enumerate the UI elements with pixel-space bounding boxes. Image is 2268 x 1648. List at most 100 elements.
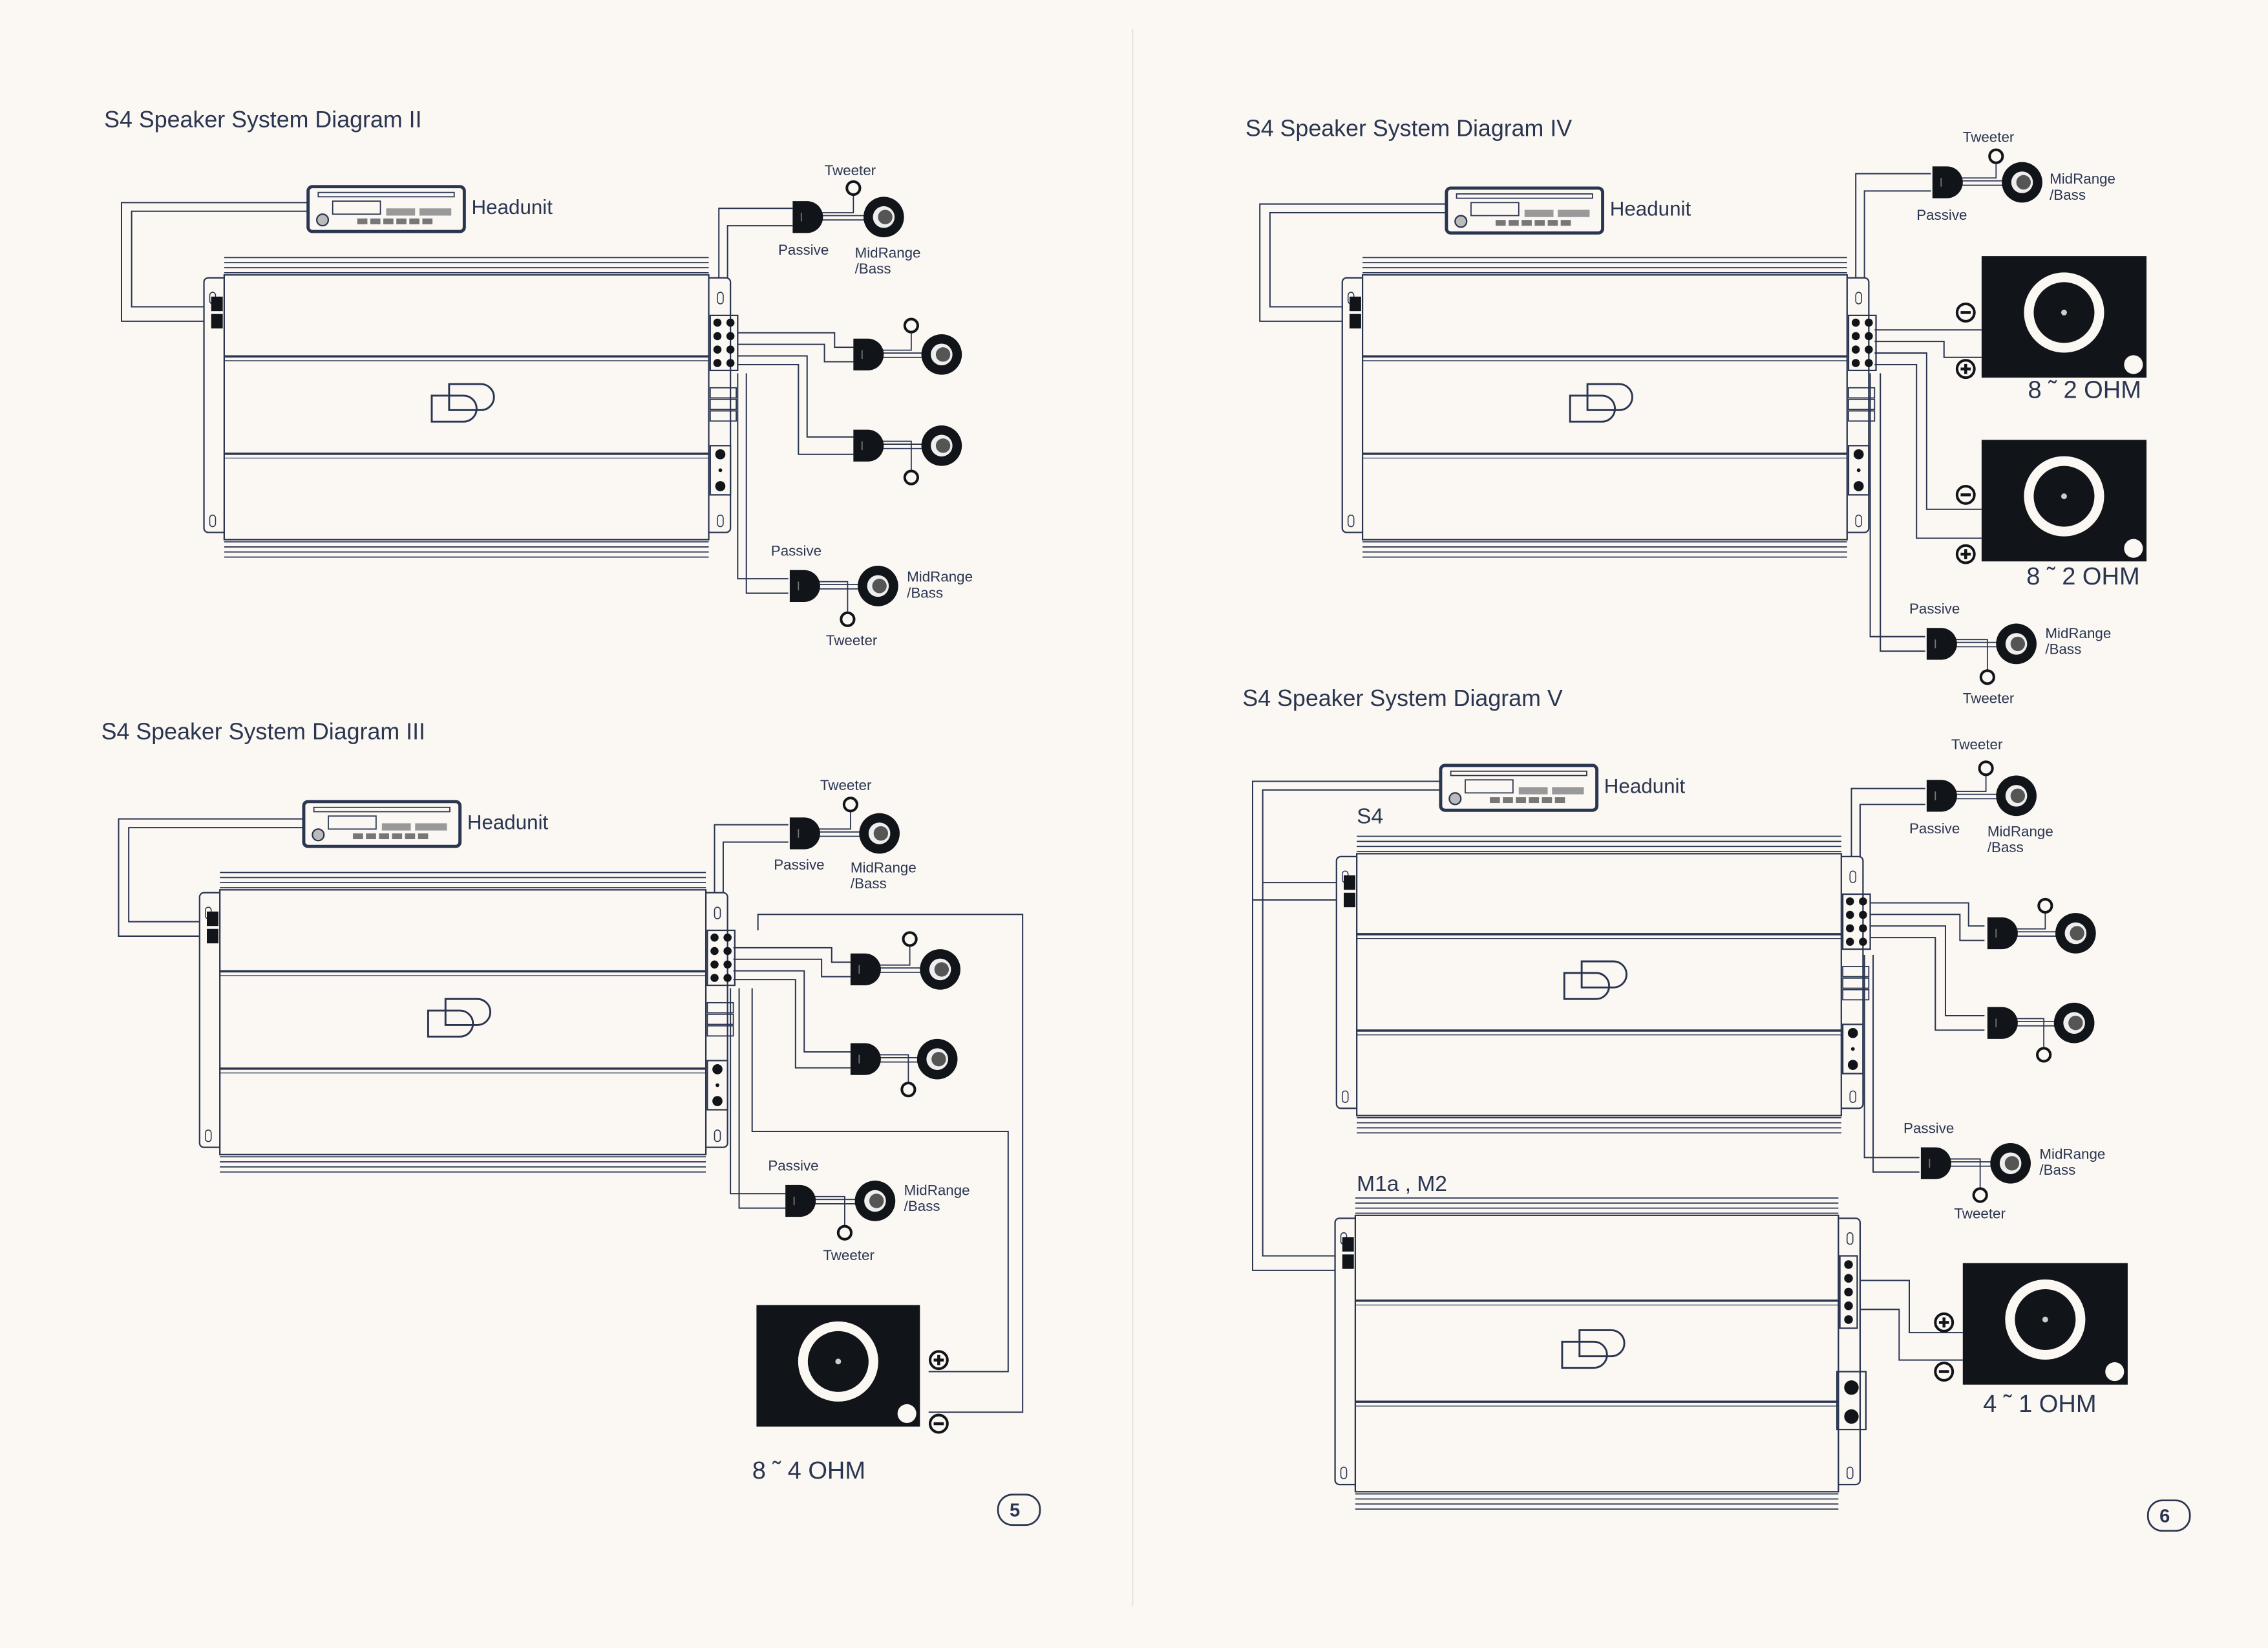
brand-logo-icon (448, 383, 495, 411)
mounting-hole (1340, 1466, 1348, 1479)
terminal-screw (1844, 1274, 1853, 1283)
tweeter-label: Tweeter (825, 162, 876, 178)
passive-crossover-icon (1987, 917, 2018, 950)
mounting-hole (1849, 1090, 1856, 1104)
fuse (1848, 398, 1876, 411)
terminal-screw (1865, 359, 1873, 367)
tweeter-icon (840, 611, 856, 627)
component-speaker-set (853, 317, 962, 375)
tweeter-label: Tweeter (1963, 129, 2015, 145)
preset-button (353, 833, 363, 839)
terminal-screw (726, 332, 735, 341)
speaker-terminal-block (1839, 1255, 1858, 1329)
terminal-screw (710, 974, 719, 982)
power-terminal (712, 1096, 723, 1106)
tweeter-icon (1979, 669, 1995, 685)
speaker-wire (818, 804, 851, 830)
speaker-wire (1859, 804, 1925, 895)
midrange-cone (2010, 788, 2026, 804)
component-speaker-set (1932, 148, 2042, 203)
midrange-cone (931, 1051, 946, 1067)
speaker-wire (730, 988, 786, 1195)
mounting-hole (1341, 1090, 1349, 1104)
terminal-screw (1851, 332, 1860, 341)
amp-body (219, 889, 707, 1155)
tweeter-icon (1988, 148, 2004, 164)
midrange-cone (869, 1193, 884, 1208)
headunit-label: Headunit (1610, 197, 1691, 220)
terminal-screw (1844, 1287, 1853, 1297)
preset-button (418, 833, 429, 839)
power-terminal (1844, 1380, 1859, 1395)
headunit (306, 185, 466, 233)
terminal-screw (1851, 345, 1860, 354)
speaker-wire (818, 581, 849, 619)
tweeter-icon (845, 180, 862, 197)
tweeter-label: Tweeter (826, 632, 878, 648)
passive-crossover-icon (789, 817, 820, 850)
terminal-screw (1844, 1301, 1853, 1311)
midrange-cone (2070, 926, 2084, 941)
passive-label: Passive (768, 1157, 818, 1173)
subwoofer-impedance: 8 ˜ 4 OHM (752, 1457, 865, 1484)
speaker-wire (1869, 373, 1925, 637)
bass-label: /Bass (2039, 1162, 2075, 1178)
preset-button (405, 833, 416, 839)
passive-crossover-icon (785, 1184, 816, 1217)
midrange-cone (934, 962, 949, 977)
power-led (718, 468, 723, 473)
headunit-label: Headunit (467, 811, 549, 833)
power-terminal (1847, 1060, 1858, 1070)
speaker-wire (1880, 373, 1925, 652)
component-speaker-set (1926, 760, 2037, 817)
speaker-wire (120, 202, 308, 322)
speaker-wire (737, 332, 854, 348)
mounting-hole (1855, 292, 1862, 305)
mounting-hole (204, 1129, 212, 1142)
speaker-wire (738, 988, 786, 1209)
bass-label: /Bass (851, 875, 887, 892)
speaker-wire (1949, 1158, 1981, 1195)
rca-input (1343, 875, 1355, 890)
preset-button (1503, 797, 1513, 804)
passive-label: Passive (1909, 820, 1960, 837)
cd-slot (1456, 193, 1593, 199)
terminal-screw (1851, 359, 1860, 367)
speaker-wire (1251, 780, 1441, 1271)
subwoofer-dustcap (2042, 1316, 2048, 1323)
speaker-wire (733, 958, 851, 978)
power-terminal-block (706, 1060, 728, 1111)
subwoofer (1962, 1263, 2128, 1385)
terminal-screw (710, 960, 719, 969)
power-terminal-block (1836, 1371, 1867, 1431)
speaker-terminal-block (1847, 314, 1877, 372)
fuse (709, 387, 737, 399)
fuse (1842, 966, 1870, 978)
terminal-screw (1865, 318, 1873, 327)
amp-body (1354, 1214, 1839, 1493)
mounting-hole (1846, 1466, 1854, 1479)
subwoofer (1981, 256, 2147, 378)
power-terminal-block (1841, 1023, 1864, 1075)
volume-knob-icon (312, 828, 325, 842)
tweeter-icon (1978, 760, 1994, 776)
power-terminal (1853, 481, 1864, 491)
terminal-screw (1851, 318, 1860, 327)
speaker-wire (737, 355, 854, 438)
bass-label: /Bass (1987, 839, 2024, 855)
rca-input (1342, 1254, 1354, 1269)
preset-button (1547, 220, 1558, 226)
component-speaker-set (789, 566, 898, 627)
mounting-hole (209, 514, 217, 528)
preset-button (396, 218, 407, 224)
power-terminal (715, 449, 726, 460)
midrange-cone (2016, 175, 2031, 190)
power-terminal (715, 481, 726, 491)
preset-button (357, 218, 368, 224)
volume-knob-icon (315, 213, 330, 227)
speaker-wire (821, 187, 854, 213)
preset-button (379, 833, 389, 839)
rca-input (207, 911, 218, 926)
speaker-terminal-block (709, 314, 739, 372)
amp-2-label: M1a , M2 (1357, 1172, 1447, 1196)
